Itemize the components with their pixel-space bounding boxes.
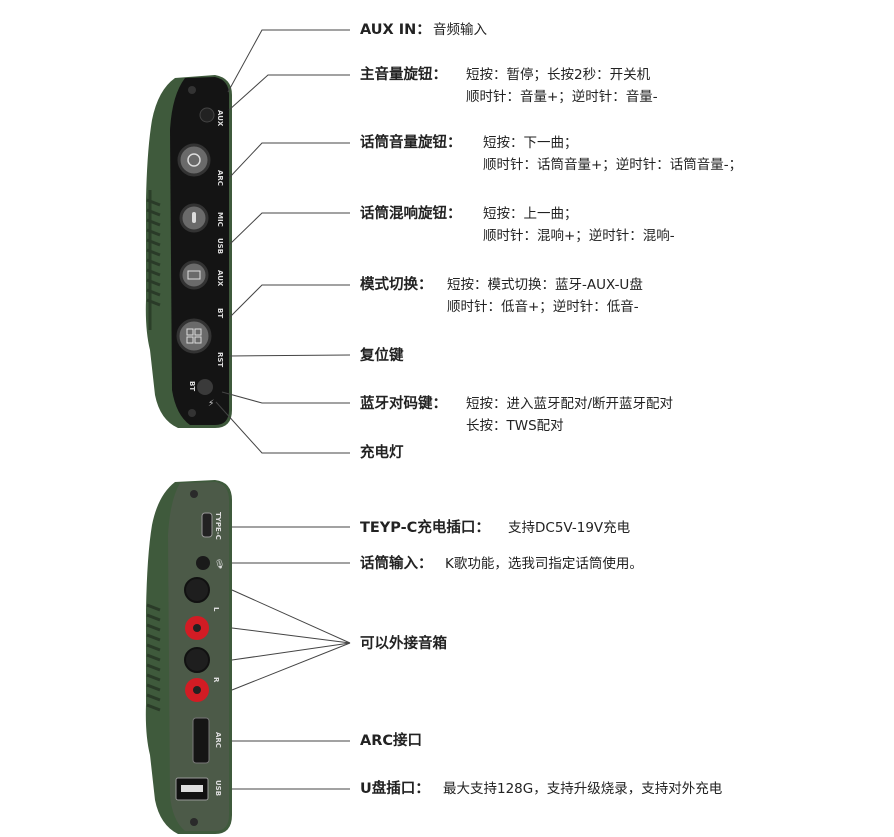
usb-indicator-label: USB <box>216 238 224 254</box>
leader-lines <box>215 29 351 790</box>
mic-volume-knob-label: 话筒音量旋钮： <box>360 135 462 151</box>
speaker-terminals-label: 可以外接音箱 <box>360 636 447 652</box>
aux-in-desc: 音频输入 <box>433 22 487 38</box>
bt-pair-button-desc: 短按：进入蓝牙配对/断开蓝牙配对 <box>466 396 674 412</box>
mic-indicator-label: MIC <box>216 212 224 227</box>
aux-indicator-label: AUX <box>216 270 224 287</box>
reset-button-label: 复位键 <box>360 348 404 364</box>
usb-port-label: USB <box>214 780 222 796</box>
bottom-panel-device: TYPE-C 🎙 L R ARC USB <box>145 480 232 834</box>
type-c-port-desc: 支持DC5V-19V充电 <box>508 520 631 536</box>
mode-switch-desc: 短按：模式切换：蓝牙-AUX-U盘 <box>447 277 643 293</box>
main-volume-knob-label: 主音量旋钮： <box>360 67 447 83</box>
bt-pair-button-label: 蓝牙对码键： <box>360 396 447 412</box>
mic-input-desc: K歌功能，选我司指定话筒使用。 <box>445 556 643 572</box>
charge-light-label: 充电灯 <box>360 445 404 461</box>
left-channel-label: L <box>212 607 220 612</box>
mode-switch-desc2: 顺时针：低音+；逆时针：低音- <box>447 299 639 315</box>
charge-light-icon: ⚡ <box>208 399 214 409</box>
microphone-icon: 🎙 <box>214 559 225 570</box>
right-channel-label: R <box>212 677 220 683</box>
usb-port-desc: 最大支持128G，支持升级烧录，支持对外充电 <box>443 781 723 797</box>
arc-indicator-label: ARC <box>216 170 224 186</box>
mic-reverb-knob-desc: 短按：上一曲； <box>483 206 578 222</box>
main-volume-knob-desc: 短按：暂停；长按2秒：开关机 <box>466 67 651 83</box>
rst-label: RST <box>216 352 224 367</box>
arc-port-label: ARC <box>214 732 222 748</box>
bt-pair-button-desc2: 长按：TWS配对 <box>466 418 564 434</box>
type-c-label: TYPE-C <box>214 512 222 540</box>
bt-button-label: BT <box>188 381 196 391</box>
aux-in-label: AUX IN： <box>360 22 431 38</box>
mic-reverb-knob-label: 话筒混响旋钮： <box>360 206 462 222</box>
main-volume-knob-desc2: 顺时针：音量+；逆时针：音量- <box>466 89 658 105</box>
aux-port-label: AUX <box>216 110 224 127</box>
mode-switch-label: 模式切换： <box>360 277 433 293</box>
mic-volume-knob-desc: 短按：下一曲； <box>483 135 578 151</box>
mic-volume-knob-desc2: 顺时针：话筒音量+；逆时针：话筒音量-； <box>483 157 743 173</box>
mic-reverb-knob-desc2: 顺时针：混响+；逆时针：混响- <box>483 228 675 244</box>
usb-port-callout: U盘插口： <box>360 781 430 797</box>
mic-input-label: 话筒输入： <box>360 556 433 572</box>
top-panel-device: AUX ARC MIC USB AUX BT RST BT ⚡ <box>145 75 232 428</box>
bt-indicator-label: BT <box>216 308 224 318</box>
type-c-port-label: TEYP-C充电插口： <box>360 520 490 536</box>
arc-port-callout: ARC接口 <box>360 733 423 749</box>
